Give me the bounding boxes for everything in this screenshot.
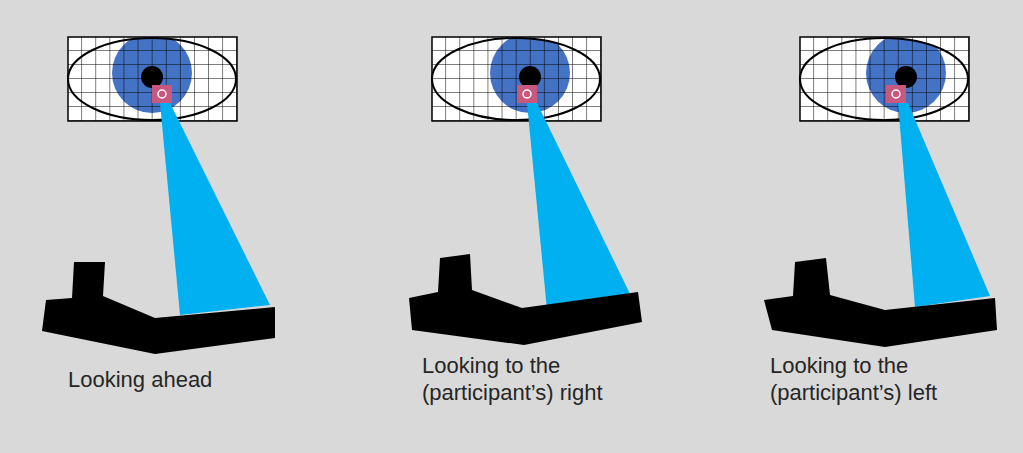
eye-right [409,33,642,345]
panel-caption: Looking to the (participant’s) left [770,352,1015,406]
eye-left [764,33,997,347]
eye-ahead [42,33,275,354]
panel-caption: Looking ahead [68,366,328,393]
panel-caption: Looking to the (participant’s) right [422,352,672,406]
